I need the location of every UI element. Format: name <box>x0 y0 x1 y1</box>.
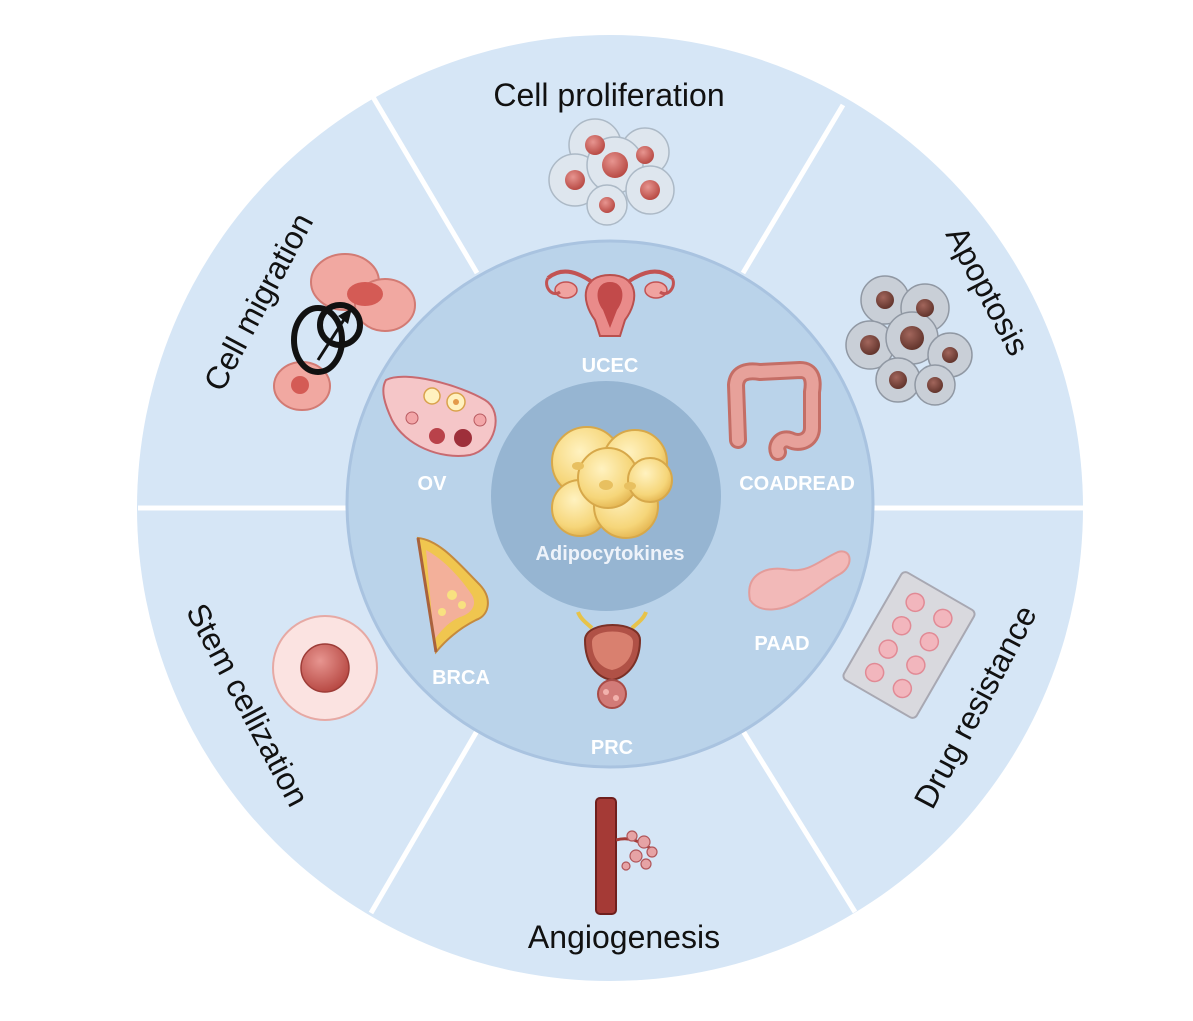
blood-vessel-icon <box>595 797 658 915</box>
cell-cluster-icon <box>548 118 675 226</box>
stem-cell-icon <box>272 615 378 721</box>
migrating-cells-icon <box>273 253 416 411</box>
organ-label-ucec: UCEC <box>582 355 639 377</box>
sector-dividers <box>138 95 1085 915</box>
center-label: Adipocytokines <box>536 543 685 565</box>
process-label-proliferation: Cell proliferation <box>493 77 724 113</box>
ovary-icon <box>382 375 497 457</box>
prostate-bladder-icon <box>576 611 648 709</box>
adipocyte-cluster-icon <box>551 426 673 539</box>
pill-blister-icon <box>842 571 976 719</box>
organ-label-prc: PRC <box>591 737 633 759</box>
colon-icon <box>726 360 822 461</box>
pancreas-icon <box>748 550 851 611</box>
organ-label-paad: PAAD <box>754 633 809 655</box>
organ-label-ov: OV <box>418 473 448 495</box>
organ-label-brca: BRCA <box>432 667 490 689</box>
uterus-icon <box>545 269 675 337</box>
breast-icon <box>416 536 489 655</box>
apoptotic-cells-icon <box>845 275 973 406</box>
process-label-angiogenesis: Angiogenesis <box>528 919 720 955</box>
organ-label-coadread: COADREAD <box>739 473 855 495</box>
